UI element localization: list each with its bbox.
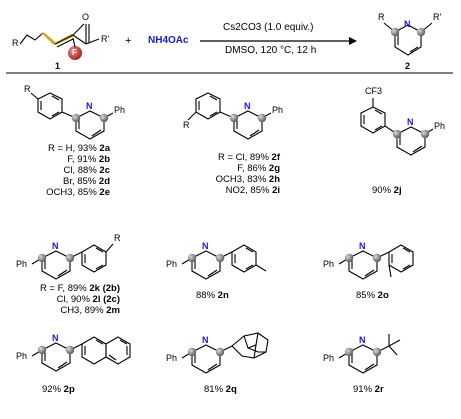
yield-line: F, 86% 2g [237,163,280,174]
2r-ph-label: Ph [323,353,335,363]
structure-2n [181,244,267,280]
2p-ph-label: Ph [16,351,28,361]
2k-n-label: N [52,241,59,251]
2a-r-label: R [24,84,31,94]
yield-line: Br, 85% 2d [62,176,110,187]
2j-ph-label: Ph [434,121,446,131]
2f-n-label: N [244,101,251,111]
2o-ph-label: Ph [323,259,335,269]
2f-r-label: R [183,120,190,130]
product-2-structure [383,22,433,56]
reagent-label: NH4OAc [148,35,189,46]
2n-ph-label: Ph [166,259,178,269]
group-k-yields: R = F, 89% 2k (2b) Cl, 90% 2l (2c) CH3, … [16,283,120,316]
reactant-r-label: R [12,38,19,48]
2j-cf3-label: CF3 [365,86,383,96]
group-a-yields: R = H, 93% 2a F, 91% 2b Cl, 88% 2c Br, 8… [10,143,110,198]
2q-n-label: N [202,335,209,345]
2n-n-label: N [202,241,209,251]
yield-line: F, 91% 2b [67,154,110,165]
yield-line: Cl, 90% 2l (2c) [56,294,120,305]
2k-r-label: R [114,233,121,243]
structure-2o [338,244,414,280]
yield-line: Cl, 88% 2c [63,165,110,176]
yield-line: R = Cl, 89% 2f [217,152,280,163]
structure-2p [31,336,131,372]
2j-n-label: N [407,117,414,127]
structure-2a [30,92,114,140]
reactant-1-structure [19,23,100,60]
2o-n-label: N [359,241,366,251]
2r-yield: 91% 2r [353,384,384,395]
structure-2j [360,98,434,156]
reactant-fluorine-label: F [72,48,77,57]
yield-line: R = F, 89% 2k (2b) [40,283,120,294]
condition-top: Cs2CO3 (1.0 equiv.) [223,22,314,33]
yield-line: R = H, 93% 2a [47,143,110,154]
fluorine-atom-sphere [68,46,82,60]
reactant-number: 1 [55,61,61,71]
2a-ph-label: Ph [114,105,126,115]
2q-yield: 81% 2q [204,384,237,395]
structure-2r [338,334,401,374]
reactant-rprime-label: R' [101,34,110,44]
product-rprime-label: R' [433,12,442,22]
product-r-label: R [378,12,385,22]
reaction-arrow [200,37,357,45]
product-nitrogen-label: N [404,19,411,29]
2o-yield: 85% 2o [356,290,389,301]
plus-sign: + [125,35,132,47]
condition-bottom: DMSO, 120 °C, 12 h [225,45,317,56]
structure-2q [181,332,269,374]
2p-n-label: N [52,333,59,343]
product-number: 2 [405,61,411,71]
2n-yield: 88% 2n [196,290,229,301]
2r-n-label: N [359,335,366,345]
2a-n-label: N [86,101,93,111]
yield-line: OCH3, 85% 2e [46,187,110,198]
structure-2k [31,243,114,280]
2p-yield: 92% 2p [42,384,75,395]
yield-line: CH3, 89% 2m [60,305,120,316]
yield-line: OCH3, 83% 2h [215,174,280,185]
reactant-oxygen-label: O [82,12,90,22]
structure-2f [187,92,272,140]
yield-line: NO2, 85% 2i [225,185,280,196]
2k-ph-label: Ph [16,259,28,269]
2q-ph-label: Ph [166,353,178,363]
group-f-yields: R = Cl, 89% 2f F, 86% 2g OCH3, 83% 2h NO… [180,152,280,196]
2j-yield: 90% 2j [372,185,402,196]
2f-ph-label: Ph [272,105,284,115]
